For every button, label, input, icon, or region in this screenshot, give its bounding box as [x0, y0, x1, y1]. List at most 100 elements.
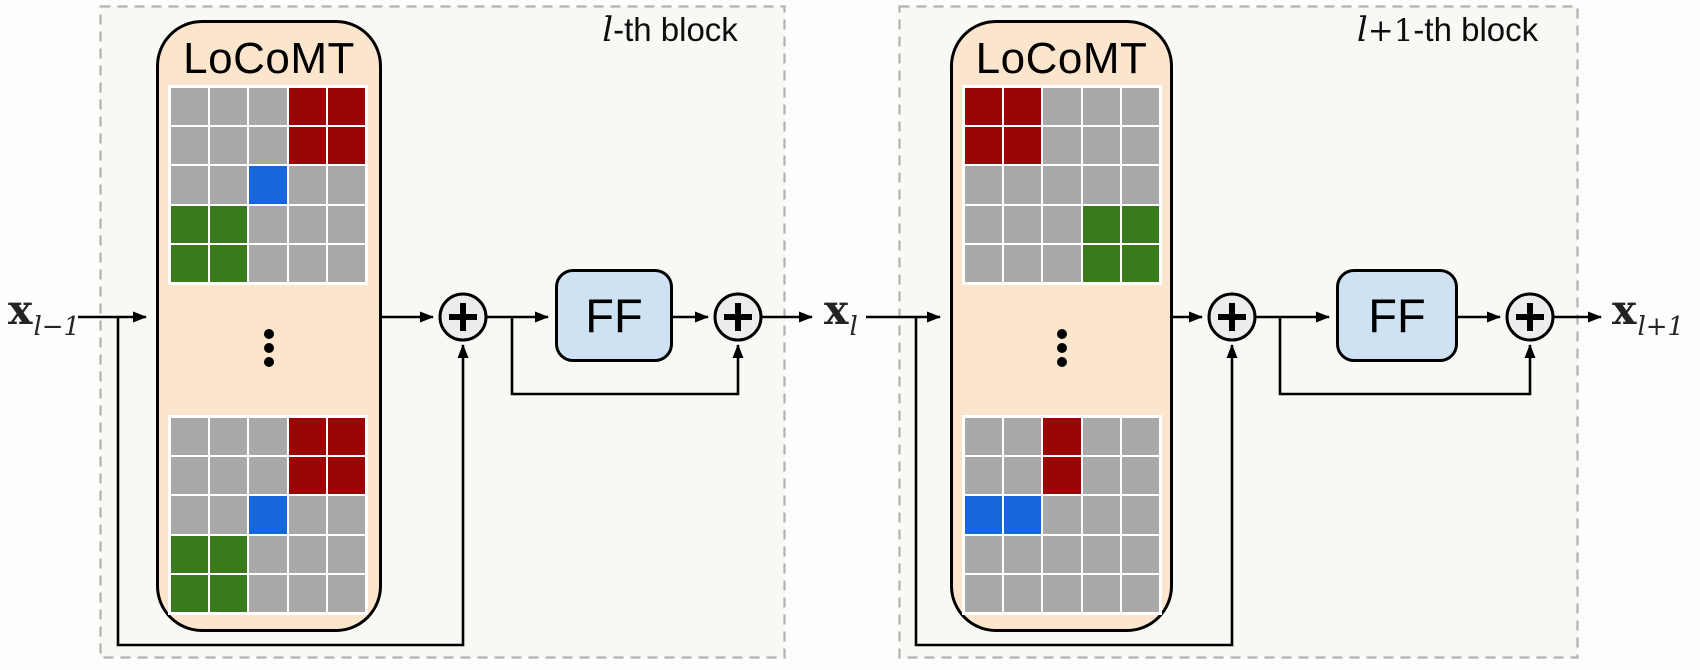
matrix-cell-gray — [965, 574, 1003, 612]
ellipsis-dot — [264, 343, 274, 353]
matrix-cell-gray — [288, 496, 326, 534]
matrix-cell-red — [288, 88, 326, 126]
add-node-icon — [1207, 292, 1257, 342]
matrix-cell-gray — [965, 418, 1003, 456]
matrix-cell-gray — [171, 127, 209, 165]
matrix-cell-gray — [288, 244, 326, 282]
matrix-cell-gray — [1082, 127, 1120, 165]
matrix-cell-gray — [249, 205, 287, 243]
matrix-cell-gray — [1043, 88, 1081, 126]
matrix-cell-gray — [1082, 88, 1120, 126]
matrix-cell-blue — [1004, 496, 1042, 534]
ellipsis-dot — [1056, 357, 1067, 367]
matrix-cell-gray — [1082, 496, 1120, 534]
matrix-cell-gray — [1121, 457, 1159, 495]
ff-label: FF — [1368, 289, 1426, 342]
matrix-cell-red — [288, 418, 326, 456]
add-node-icon — [1505, 292, 1555, 342]
matrix-cell-green — [210, 205, 248, 243]
x-label-subscript: l — [849, 312, 858, 342]
add-node-icon — [713, 292, 763, 342]
matrix-cell-gray — [1004, 244, 1042, 282]
matrix-cell-gray — [1121, 418, 1159, 456]
matrix-cell-gray — [965, 535, 1003, 573]
matrix-cell-blue — [249, 496, 287, 534]
matrix-cell-green — [1121, 244, 1159, 282]
matrix-cell-gray — [965, 205, 1003, 243]
wire-residual1-l — [116, 317, 469, 647]
block-title-l1: l+1-th block — [1330, 10, 1565, 50]
matrix-cell-gray — [171, 418, 209, 456]
matrix-cell-gray — [249, 535, 287, 573]
matrix-cell-red — [965, 127, 1003, 165]
matrix-cell-gray — [210, 166, 248, 204]
matrix-cell-red — [1043, 457, 1081, 495]
matrix-cell-red — [1004, 88, 1042, 126]
matrix-cell-gray — [171, 166, 209, 204]
block-index-var: l — [602, 10, 614, 50]
ellipsis-dot — [264, 329, 274, 339]
matrix-cell-blue — [249, 166, 287, 204]
matrix-cell-gray — [249, 244, 287, 282]
matrix-cell-red — [327, 457, 365, 495]
matrix-cell-gray — [210, 127, 248, 165]
matrix-cell-gray — [1082, 574, 1120, 612]
wire-residual1-l1 — [914, 317, 1238, 647]
matrix-cell-gray — [327, 535, 365, 573]
vertical-ellipsis-icon — [156, 329, 382, 367]
matrix-cell-gray — [1121, 496, 1159, 534]
matrix-cell-gray — [210, 496, 248, 534]
matrix-cell-gray — [327, 205, 365, 243]
block-title-text: -th block — [1413, 11, 1539, 48]
matrix-cell-gray — [249, 457, 287, 495]
matrix-cell-green — [171, 574, 209, 612]
matrix-cell-gray — [288, 205, 326, 243]
matrix-cell-green — [171, 244, 209, 282]
matrix-cell-gray — [210, 457, 248, 495]
matrix-cell-green — [210, 244, 248, 282]
matrix-cell-gray — [1121, 88, 1159, 126]
matrix-cell-gray — [288, 574, 326, 612]
attention-matrix-bottom-l — [168, 415, 368, 615]
matrix-cell-gray — [1082, 535, 1120, 573]
matrix-cell-gray — [1004, 574, 1042, 612]
matrix-cell-green — [1121, 205, 1159, 243]
matrix-cell-green — [1082, 205, 1120, 243]
matrix-cell-green — [1082, 244, 1120, 282]
matrix-cell-gray — [1004, 166, 1042, 204]
matrix-cell-gray — [1004, 535, 1042, 573]
ellipsis-dot — [264, 357, 274, 367]
matrix-cell-red — [288, 127, 326, 165]
x-label-base: x — [1612, 286, 1637, 334]
matrix-cell-gray — [327, 166, 365, 204]
wire-residual2-l1 — [1278, 317, 1536, 396]
hidden-state-label-x-l: x l — [824, 290, 858, 342]
matrix-cell-gray — [965, 457, 1003, 495]
matrix-cell-gray — [1043, 244, 1081, 282]
ff-label: FF — [585, 289, 643, 342]
matrix-cell-gray — [210, 418, 248, 456]
matrix-cell-gray — [210, 88, 248, 126]
ellipsis-dot — [1056, 329, 1067, 339]
matrix-cell-gray — [249, 418, 287, 456]
matrix-cell-gray — [1043, 205, 1081, 243]
matrix-cell-red — [327, 88, 365, 126]
add-node-icon — [438, 292, 488, 342]
matrix-cell-gray — [1043, 166, 1081, 204]
matrix-cell-red — [327, 418, 365, 456]
matrix-cell-blue — [965, 496, 1003, 534]
matrix-cell-red — [965, 88, 1003, 126]
block-index-offset: +1 — [1367, 13, 1414, 49]
block-index-var: l — [1356, 10, 1368, 50]
matrix-cell-gray — [249, 88, 287, 126]
x-label-base: x — [8, 286, 33, 334]
matrix-cell-red — [288, 457, 326, 495]
output-label-x-l-plus-1: x l+1 — [1612, 286, 1684, 341]
matrix-cell-gray — [1004, 457, 1042, 495]
matrix-cell-gray — [1121, 166, 1159, 204]
feed-forward-box-l: FF — [555, 269, 673, 362]
locomt-label: LoCoMT — [183, 34, 355, 83]
block-title-l: l-th block — [555, 10, 785, 50]
matrix-cell-gray — [1121, 535, 1159, 573]
